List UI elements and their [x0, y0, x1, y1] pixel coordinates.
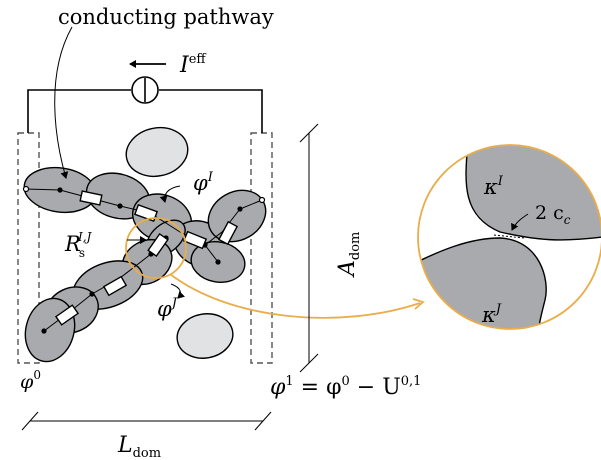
resistor [79, 190, 103, 206]
length-label: Ldom [117, 433, 161, 460]
void-particle-top [125, 126, 189, 178]
resistor [54, 304, 80, 326]
phi0-label: φ0 [20, 368, 41, 393]
length-dimension [21, 411, 272, 431]
contact-size-label: 2 cc [535, 202, 571, 227]
resistor-network [22, 185, 266, 334]
external-circuit [27, 60, 263, 133]
kappa-J-label: κJ [481, 302, 502, 327]
phi-J-label: φJ [157, 296, 178, 321]
phi-I-leader [159, 185, 181, 203]
right-electrode [250, 132, 273, 364]
zoomed-contact-view [417, 144, 601, 330]
contact-highlight-circle [125, 217, 187, 279]
void-particle-bottom [176, 313, 234, 359]
pathway-leader-arrow [54, 26, 73, 179]
contact-zone [493, 234, 525, 239]
phi-I-label: φI [193, 170, 214, 195]
resistor [217, 220, 239, 246]
resistor [102, 275, 128, 297]
pathway-label: conducting pathway [58, 5, 274, 29]
phi-J-leader [170, 283, 186, 299]
resistance-label: RsI,J [64, 230, 93, 260]
current-label: Ieff [179, 52, 207, 78]
resistor [133, 203, 159, 223]
height-dimension [299, 123, 319, 373]
resistor-highlighted [147, 232, 169, 258]
height-label: Adom [335, 232, 363, 278]
phi1-equation: φ1 = φ0 − U0,1 [270, 374, 421, 400]
zoom-connector [169, 273, 421, 319]
kappa-I-label: κI [483, 174, 504, 199]
resistor [182, 230, 208, 250]
